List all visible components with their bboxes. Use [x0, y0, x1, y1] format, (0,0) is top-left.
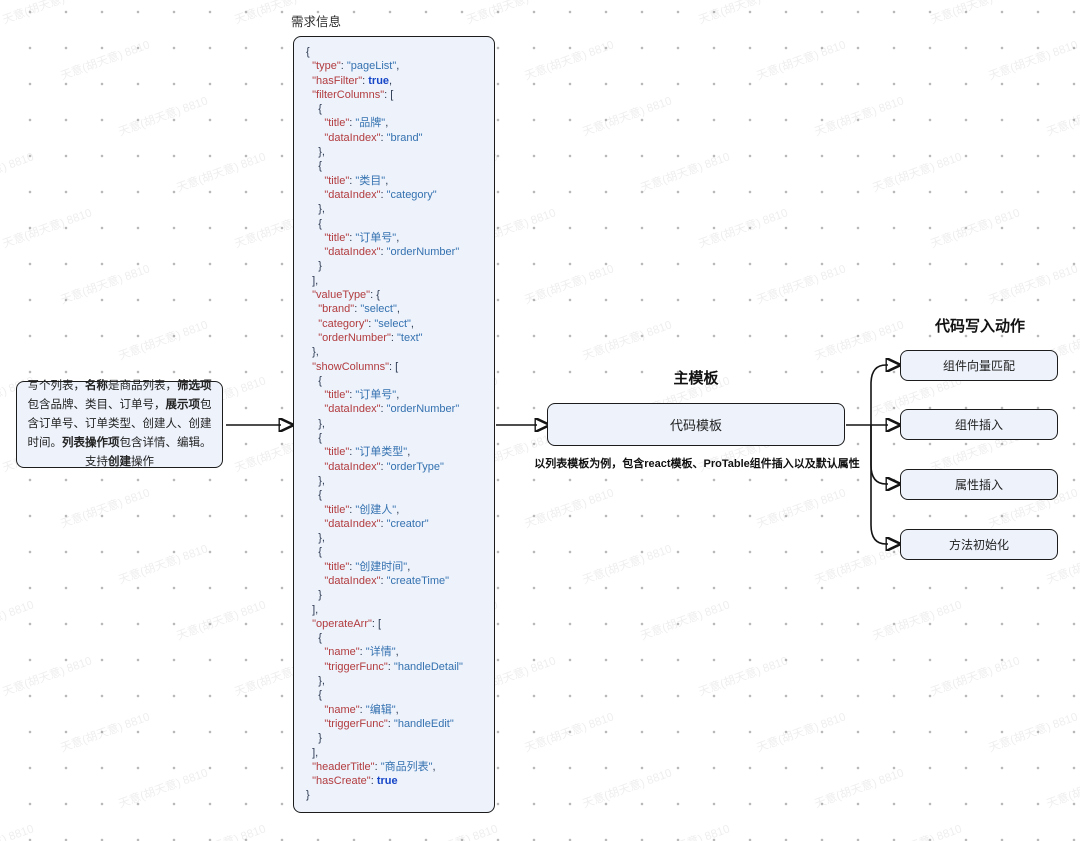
action-node-method-init: 方法初始化 [900, 529, 1058, 560]
action-node-vector-match: 组件向量匹配 [900, 350, 1058, 381]
action-node-attribute-insert: 属性插入 [900, 469, 1058, 500]
action-node-component-insert: 组件插入 [900, 409, 1058, 440]
json-panel-node: { "type": "pageList", "hasFilter": true,… [293, 36, 495, 813]
requirement-text: 写个列表，名称是商品列表，筛选项包含品牌、类目、订单号，展示项包含订单号、订单类… [27, 380, 212, 468]
json-panel-title: 需求信息 [291, 15, 342, 29]
main-template-title: 主模板 [673, 370, 719, 387]
code-template-node: 代码模板 [547, 403, 845, 446]
actions-title: 代码写入动作 [934, 318, 1025, 335]
requirement-node: 写个列表，名称是商品列表，筛选项包含品牌、类目、订单号，展示项包含订单号、订单类… [16, 380, 223, 468]
main-template-caption: 以列表模板为例，包含react模板、ProTable组件插入以及默认属性 [534, 458, 860, 470]
json-code-block: { "type": "pageList", "hasFilter": true,… [306, 46, 463, 802]
